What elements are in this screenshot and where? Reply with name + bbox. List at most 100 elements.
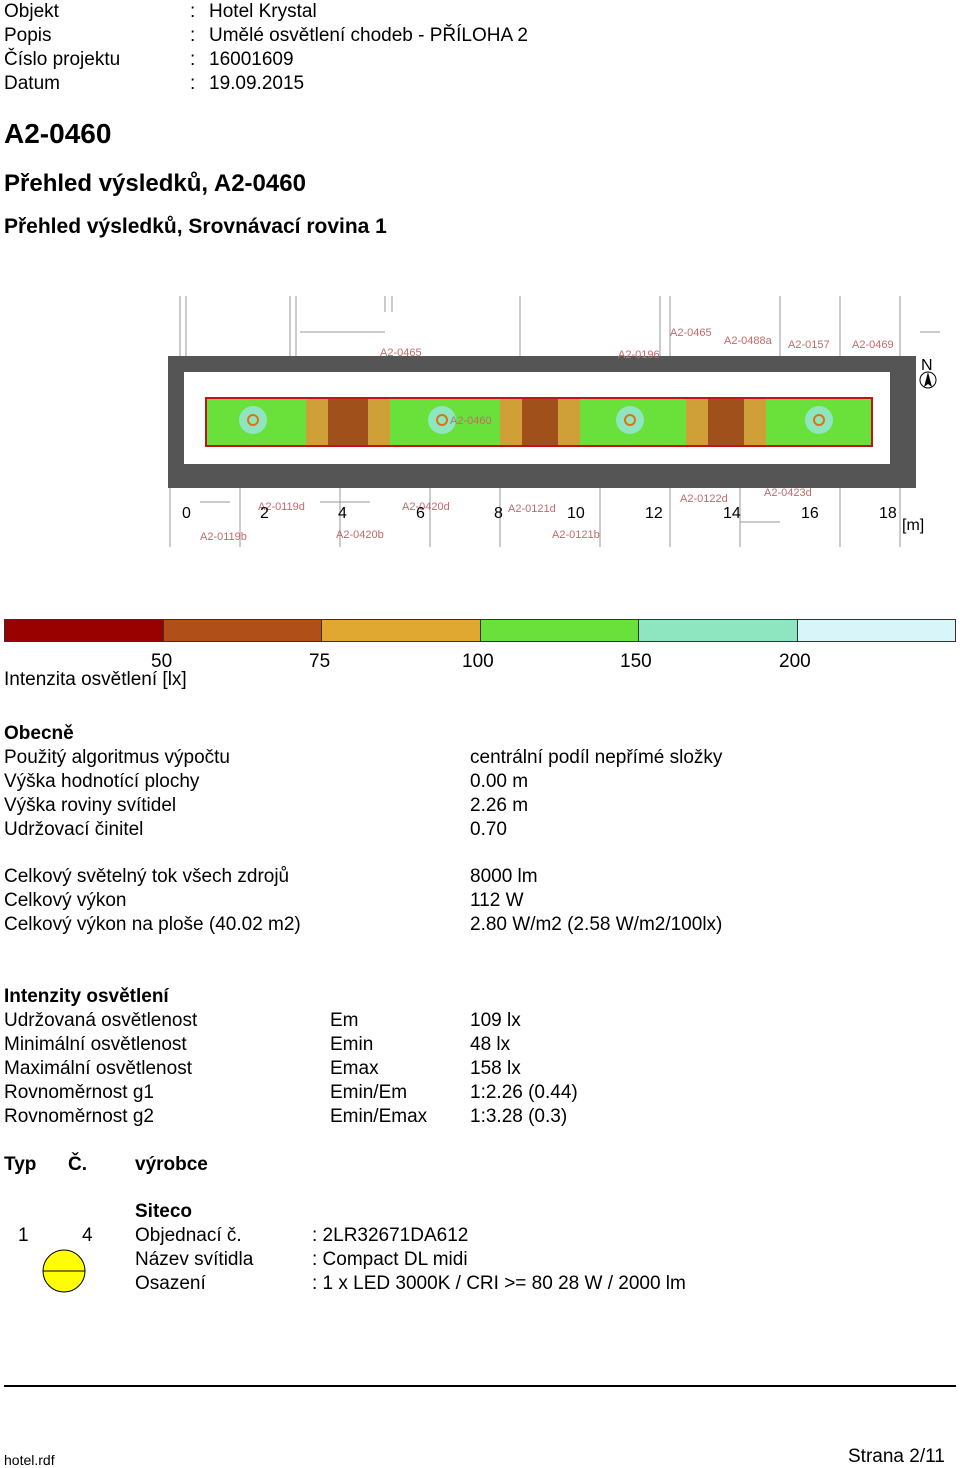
luminaire-symbol-icon bbox=[42, 1249, 86, 1293]
header-label-projekt: Číslo projektu bbox=[4, 49, 121, 70]
general-label: Výška roviny svítidel bbox=[4, 795, 177, 816]
intensity-title: Intenzity osvětlení bbox=[4, 986, 169, 1007]
intensity-value: 48 lx bbox=[470, 1034, 511, 1055]
room-label: A2-0420d bbox=[402, 501, 450, 513]
room-label: A2-0196 bbox=[618, 349, 660, 361]
luminaire-value: : 1 x LED 3000K / CRI >= 80 28 W / 2000 … bbox=[312, 1273, 686, 1294]
scale-tick: 16 bbox=[801, 505, 819, 522]
room-label: A2-0121b bbox=[552, 529, 600, 541]
general-label: Celkový výkon na ploše (40.02 m2) bbox=[4, 914, 301, 935]
intensity-symbol: Emax bbox=[330, 1058, 379, 1079]
scale-tick: 14 bbox=[723, 505, 741, 522]
room-title: A2-0460 bbox=[4, 118, 112, 149]
legend-swatch bbox=[638, 620, 797, 641]
intensity-label: Rovnoměrnost g1 bbox=[4, 1082, 154, 1103]
floor-plan: A2-0465 A2-0488a A2-0157 A2-0469 A2-0465… bbox=[168, 296, 940, 547]
intensity-label: Minimální osvětlenost bbox=[4, 1034, 187, 1055]
room-labels: A2-0465 A2-0488a A2-0157 A2-0469 A2-0465… bbox=[200, 327, 894, 543]
header-sep: : bbox=[190, 25, 196, 46]
general-value: 0.00 m bbox=[470, 771, 529, 792]
intensity-label: Rovnoměrnost g2 bbox=[4, 1106, 154, 1127]
scale-tick: 18 bbox=[879, 505, 897, 522]
luminaire-icon bbox=[624, 414, 636, 426]
general-value: 8000 lm bbox=[470, 866, 538, 887]
footer-page: Strana 2/11 bbox=[848, 1446, 945, 1467]
legend-caption: Intenzita osvětlení [lx] bbox=[4, 669, 187, 690]
legend-value: 150 bbox=[620, 651, 652, 672]
scale-unit: [m] bbox=[902, 517, 924, 534]
luminaire-type: 1 bbox=[18, 1225, 29, 1246]
room-label: A2-0119d bbox=[258, 501, 305, 513]
footer-file: hotel.rdf bbox=[4, 1452, 55, 1468]
legend-swatch bbox=[796, 620, 955, 641]
legend-swatch bbox=[321, 620, 480, 641]
scale-tick: 2 bbox=[260, 505, 269, 522]
intensity-symbol: Em bbox=[330, 1010, 359, 1031]
luminaire-icon bbox=[436, 414, 448, 426]
general-label: Použitý algoritmus výpočtu bbox=[4, 747, 230, 768]
luminaire-glow bbox=[616, 406, 644, 434]
room-label: A2-0121d bbox=[508, 503, 556, 515]
intensity-value: 1:3.28 (0.3) bbox=[470, 1106, 568, 1127]
room-label: A2-0460 bbox=[450, 415, 492, 427]
room-label: A2-0122d bbox=[680, 493, 728, 505]
luminaire-glow bbox=[805, 406, 833, 434]
header-sep: : bbox=[190, 1, 196, 22]
luminaire-label: Název svítidla bbox=[135, 1249, 254, 1270]
plane-title: Přehled výsledků, Srovnávací rovina 1 bbox=[4, 215, 387, 238]
luminaire-maker: Siteco bbox=[135, 1201, 193, 1222]
intensity-label: Maximální osvětlenost bbox=[4, 1058, 192, 1079]
intensity-symbol: Emin bbox=[330, 1034, 374, 1055]
room-label: A2-0420b bbox=[336, 529, 384, 541]
room-label: A2-0423d bbox=[764, 487, 812, 499]
header-label-popis: Popis bbox=[4, 25, 52, 46]
col-header-count: Č. bbox=[68, 1154, 87, 1175]
scale-tick: 8 bbox=[494, 505, 503, 522]
luminaire-markers bbox=[239, 406, 833, 434]
room-label: A2-0119b bbox=[200, 531, 247, 543]
general-value: 2.26 m bbox=[470, 795, 529, 816]
luminaire-icon bbox=[247, 414, 259, 426]
legend-value: 100 bbox=[462, 651, 494, 672]
legend-value: 200 bbox=[779, 651, 811, 672]
legend-swatch bbox=[479, 620, 638, 641]
luminaire-value: : 2LR32671DA612 bbox=[312, 1225, 469, 1246]
scale-tick: 6 bbox=[416, 505, 425, 522]
general-value: 112 W bbox=[470, 890, 524, 911]
scale-tick: 12 bbox=[645, 505, 663, 522]
header-value-projekt: 16001609 bbox=[209, 49, 294, 70]
scale-tick: 4 bbox=[338, 505, 347, 522]
header-value-popis: Umělé osvětlení chodeb - PŘÍLOHA 2 bbox=[209, 25, 528, 46]
header-label-objekt: Objekt bbox=[4, 1, 59, 22]
general-value: 0.70 bbox=[470, 819, 507, 840]
luminaire-value: : Compact DL midi bbox=[312, 1249, 468, 1270]
header-sep: : bbox=[190, 49, 196, 70]
luminaire-count: 4 bbox=[82, 1225, 93, 1246]
room-label: A2-0465 bbox=[670, 327, 712, 339]
footer-divider bbox=[4, 1385, 956, 1387]
legend-swatch bbox=[162, 620, 321, 641]
general-label: Výška hodnotící plochy bbox=[4, 771, 200, 792]
header-value-objekt: Hotel Krystal bbox=[209, 1, 317, 22]
north-arrow-icon: N bbox=[919, 357, 937, 389]
legend-swatch bbox=[5, 620, 163, 641]
general-label: Celkový výkon bbox=[4, 890, 127, 911]
room-label: A2-0469 bbox=[852, 339, 894, 351]
header-value-datum: 19.09.2015 bbox=[209, 73, 305, 94]
room-label: A2-0157 bbox=[788, 339, 830, 351]
intensity-symbol: Emin/Em bbox=[330, 1082, 408, 1103]
header-label-datum: Datum bbox=[4, 73, 60, 94]
col-header-typ: Typ bbox=[4, 1154, 37, 1175]
illuminance-map bbox=[205, 397, 873, 447]
luminaire-glow bbox=[428, 406, 456, 434]
north-label: N bbox=[921, 357, 933, 374]
room-label: A2-0488a bbox=[724, 335, 773, 347]
intensity-symbol: Emin/Emax bbox=[330, 1106, 428, 1127]
scale-axis: 0 2 4 6 8 10 12 14 16 18 [m] bbox=[182, 505, 924, 534]
intensity-value: 109 lx bbox=[470, 1010, 521, 1031]
room-label: A2-0465 bbox=[380, 347, 422, 359]
background-walls bbox=[169, 296, 940, 547]
general-label: Celkový světelný tok všech zdrojů bbox=[4, 866, 290, 887]
color-legend bbox=[4, 619, 956, 642]
scale-tick: 10 bbox=[567, 505, 585, 522]
